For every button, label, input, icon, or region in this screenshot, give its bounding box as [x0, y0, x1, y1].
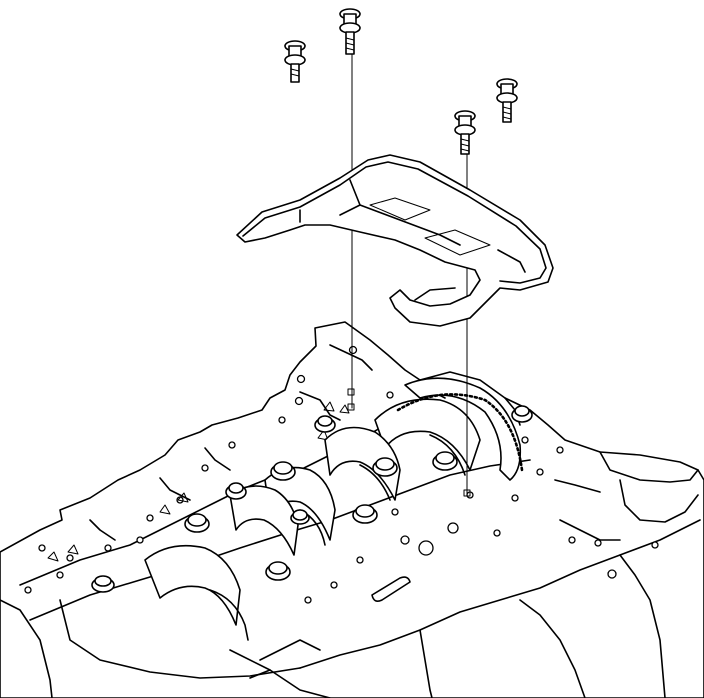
bolt-4: [454, 110, 476, 155]
flange-triangles: [47, 401, 350, 562]
bolt-3: [496, 78, 518, 123]
crank-reluctor-ring: [396, 377, 524, 481]
engine-block: [0, 321, 704, 698]
bearing-saddles: [144, 398, 481, 641]
bolt-2: [284, 40, 306, 83]
bolt-1: [339, 8, 361, 55]
flange-holes: [24, 345, 659, 604]
baffle-plate: [236, 154, 554, 327]
bolts: [284, 8, 518, 155]
block-bolt-heads: [91, 405, 533, 593]
